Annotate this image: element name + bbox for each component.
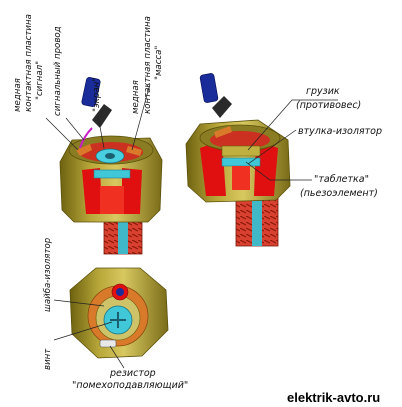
label-sleeve-insulator: втулка-изолятор xyxy=(298,126,382,137)
copper-plate-signal-shape xyxy=(76,144,92,156)
piezo-left xyxy=(93,169,131,179)
wire-core-bottom xyxy=(116,288,124,296)
label-resistor-1: резистор xyxy=(109,368,156,379)
signal-wire-shape xyxy=(79,127,93,149)
label-copper-mass-3: "масса" xyxy=(154,46,164,80)
label-copper-mass-2: контактная пластина xyxy=(143,16,153,114)
blue-wire-left xyxy=(81,77,101,107)
copper-plate-mass-shape xyxy=(126,146,142,156)
label-signal-wire: сигнальный провод xyxy=(53,26,63,116)
resistor-shape xyxy=(99,339,117,348)
label-copper-signal-2: контактная пластина xyxy=(24,14,34,112)
label-resistor-2: "помехоподавляющий" xyxy=(72,380,188,391)
inner-cavity-right xyxy=(210,131,270,149)
connector-left xyxy=(92,104,112,128)
leader-copper-mass xyxy=(131,83,151,151)
label-copper-signal-1: медная xyxy=(13,78,23,112)
insulator-core-left xyxy=(100,186,124,214)
label-tablet-2: (пьезоэлемент) xyxy=(300,188,378,199)
leader-lines xyxy=(45,83,338,369)
insulator-left-a xyxy=(82,168,102,214)
center-bolt-left xyxy=(118,214,128,254)
leader-sleeve xyxy=(247,129,297,165)
label-weight-1: грузик xyxy=(306,86,340,97)
leader-copper-signal xyxy=(45,117,79,151)
leader-tablet xyxy=(245,161,312,181)
screw-head-left xyxy=(105,153,115,159)
sleeve-right xyxy=(232,166,250,190)
leader-weight xyxy=(247,99,338,151)
label-washer-insulator: шайба-изолятор xyxy=(43,237,53,312)
label-tablet-1: "таблетка" xyxy=(314,174,369,185)
screw-slot xyxy=(110,312,126,328)
weight-right xyxy=(221,145,261,157)
label-copper-signal-3: "сигнал" xyxy=(35,61,45,100)
sensor-cutaway-right xyxy=(185,73,291,247)
label-weight-2: (противовес) xyxy=(296,100,361,111)
center-bolt-right xyxy=(252,190,262,246)
insulator-left-b xyxy=(122,168,142,214)
label-copper-mass-1: медная xyxy=(131,80,141,114)
connector-right xyxy=(212,96,232,118)
sensor-top-view xyxy=(69,267,169,359)
watermark: elektrik-avto.ru xyxy=(287,390,380,405)
leader-screw xyxy=(53,321,113,341)
label-screw: винт xyxy=(43,348,53,370)
leader-resistor xyxy=(109,345,125,369)
sensor-cutaway-left xyxy=(59,77,163,255)
label-screen: "экран" xyxy=(92,78,102,112)
leader-screen xyxy=(97,115,105,149)
copper-plate-right xyxy=(214,126,232,138)
leader-signal-wire xyxy=(65,117,85,141)
blue-wire-right xyxy=(199,73,219,103)
insulator-right-a xyxy=(200,140,226,196)
leader-washer xyxy=(53,299,105,307)
